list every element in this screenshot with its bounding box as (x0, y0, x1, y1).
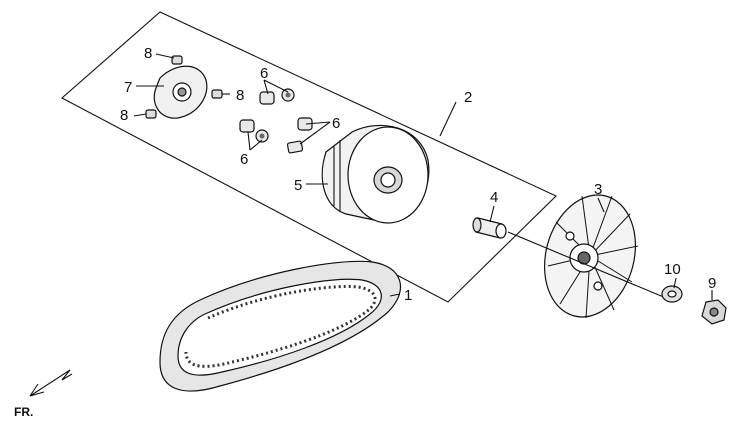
front-direction-arrow-icon (29, 369, 73, 397)
callout-1: 1 (404, 287, 412, 304)
nut (701, 299, 727, 325)
drive-belt (159, 260, 402, 392)
fan-drive-face (543, 194, 639, 319)
front-direction-label: FR. (14, 405, 33, 419)
callout-8-bottom: 8 (120, 107, 128, 124)
callout-4: 4 (490, 189, 498, 206)
callout-5: 5 (294, 177, 302, 194)
callout-3: 3 (594, 181, 602, 198)
shaft-axis (507, 231, 667, 299)
callout-6-top: 6 (260, 65, 268, 82)
drive-face-pulley (321, 124, 430, 224)
callout-6-bottom: 6 (240, 151, 248, 168)
callout-7: 7 (124, 79, 132, 96)
callout-8-top: 8 (144, 45, 152, 62)
callout-2: 2 (464, 89, 472, 106)
callout-6-right: 6 (332, 115, 340, 132)
callout-9: 9 (708, 275, 716, 292)
washer (661, 285, 683, 303)
callout-10: 10 (664, 261, 681, 278)
leader-lines (133, 53, 713, 300)
ramp-plate (153, 65, 208, 119)
slider-pieces (145, 55, 223, 119)
weight-rollers (239, 88, 313, 154)
assembly-outline (61, 11, 557, 303)
collar (472, 217, 507, 239)
callout-8-right: 8 (236, 87, 244, 104)
